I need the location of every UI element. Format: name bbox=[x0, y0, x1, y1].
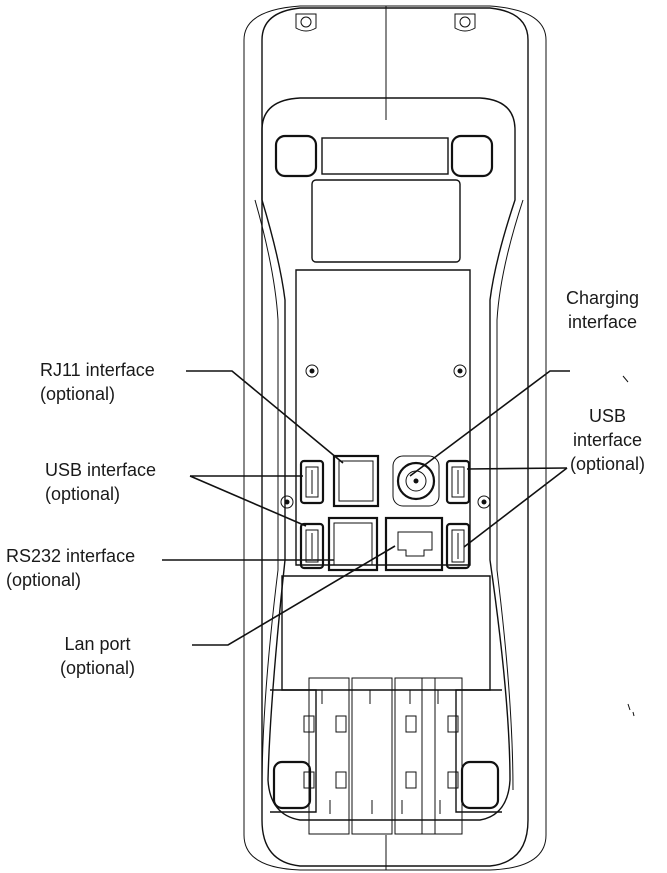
rj11-port-icon bbox=[332, 454, 380, 508]
label-rj11-line1: RJ11 interface bbox=[40, 360, 155, 380]
leader-charging bbox=[409, 370, 570, 477]
device-body-outline bbox=[243, 5, 547, 871]
label-rj11-interface: RJ11 interface (optional) bbox=[40, 358, 155, 406]
battery-panel bbox=[295, 269, 471, 566]
usb-port-left-top-icon bbox=[299, 459, 325, 505]
label-rj11-line2: (optional) bbox=[40, 384, 116, 404]
usb-port-right-bottom-icon bbox=[445, 522, 471, 570]
scan-marks bbox=[622, 375, 635, 717]
label-usb-right-line2: interface bbox=[573, 430, 643, 450]
bottom-feet bbox=[270, 689, 502, 813]
label-lan-line1: Lan port bbox=[64, 634, 131, 654]
label-usb-interface-right: USB interface (optional) bbox=[570, 404, 645, 476]
lan-port-icon bbox=[384, 516, 444, 572]
charging-port-icon bbox=[392, 455, 440, 507]
rs232-port-icon bbox=[327, 516, 379, 572]
cable-clip-rails bbox=[303, 677, 463, 835]
leader-lines bbox=[162, 370, 570, 646]
leader-usb-right-2 bbox=[463, 467, 568, 548]
label-charging-interface: Charging interface bbox=[566, 286, 639, 334]
label-rs232-interface: RS232 interface (optional) bbox=[6, 544, 135, 592]
label-window bbox=[311, 179, 461, 263]
leader-lan bbox=[192, 545, 396, 646]
usb-port-left-bottom-icon bbox=[299, 522, 325, 570]
label-rs232-line2: (optional) bbox=[6, 570, 82, 590]
label-rs232-line1: RS232 interface bbox=[6, 546, 136, 566]
leader-usb-left-2 bbox=[189, 475, 307, 527]
top-screw-right-icon bbox=[454, 13, 476, 32]
label-usb-interface-left: USB interface (optional) bbox=[45, 458, 156, 506]
label-lan-port: Lan port (optional) bbox=[60, 632, 135, 680]
label-charging-line1: Charging bbox=[566, 288, 640, 308]
top-feet bbox=[274, 134, 494, 178]
usb-port-right-top-icon bbox=[445, 459, 471, 505]
label-usb-left-line1: USB interface bbox=[45, 460, 157, 480]
panel-screws-icon bbox=[280, 364, 491, 509]
leader-usb-right bbox=[466, 467, 568, 470]
top-screw-left-icon bbox=[295, 13, 317, 32]
label-lan-line2: (optional) bbox=[60, 658, 136, 678]
label-usb-right-line3: (optional) bbox=[570, 454, 646, 474]
label-usb-right-line1: USB bbox=[589, 406, 627, 426]
leader-rj11 bbox=[186, 370, 344, 464]
label-charging-line2: interface bbox=[568, 312, 638, 332]
lower-panel bbox=[281, 575, 491, 691]
label-usb-left-line2: (optional) bbox=[45, 484, 121, 504]
